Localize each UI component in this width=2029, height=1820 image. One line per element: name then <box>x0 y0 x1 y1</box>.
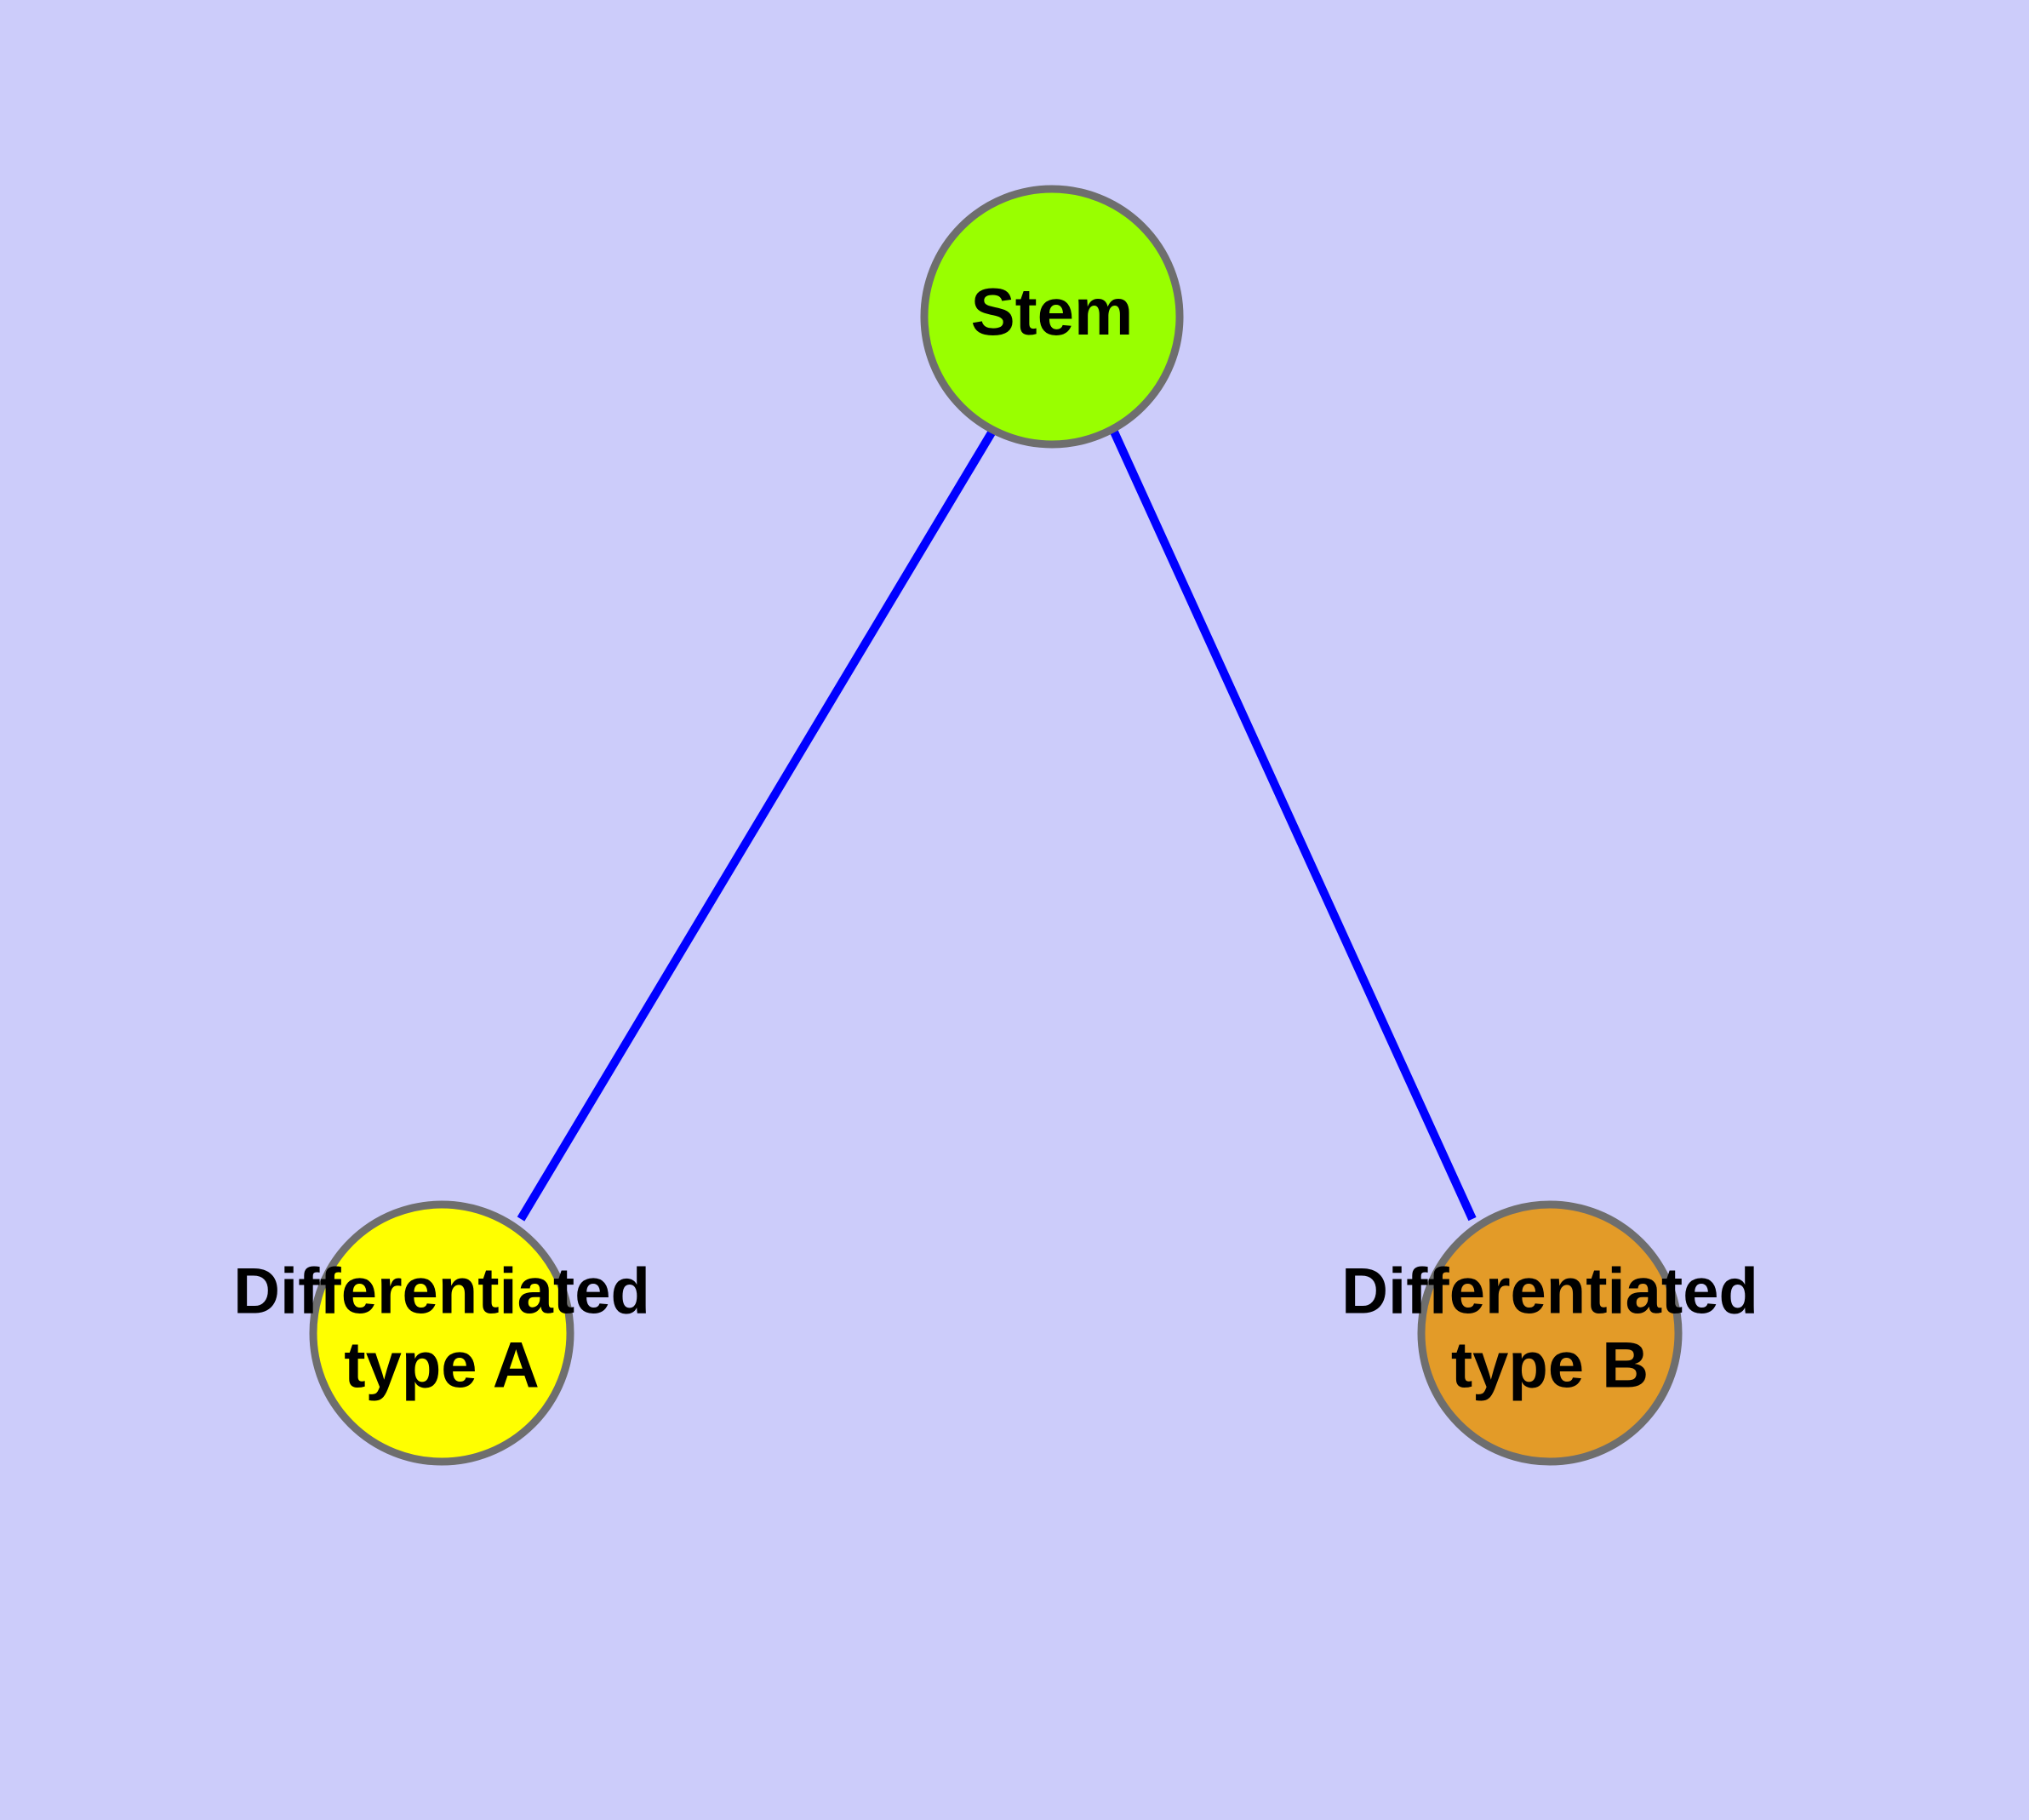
edge-layer <box>517 427 1477 1222</box>
node-layer <box>309 185 1683 1466</box>
node-type-b-circle[interactable] <box>1417 1200 1683 1466</box>
node-stem-label: Stem <box>971 274 1134 349</box>
edge-stem-to-type-a[interactable] <box>517 427 997 1222</box>
edge-stem-to-type-b[interactable] <box>1109 427 1477 1222</box>
node-stem-circle[interactable] <box>920 185 1184 449</box>
node-type-a-circle[interactable] <box>309 1200 574 1466</box>
